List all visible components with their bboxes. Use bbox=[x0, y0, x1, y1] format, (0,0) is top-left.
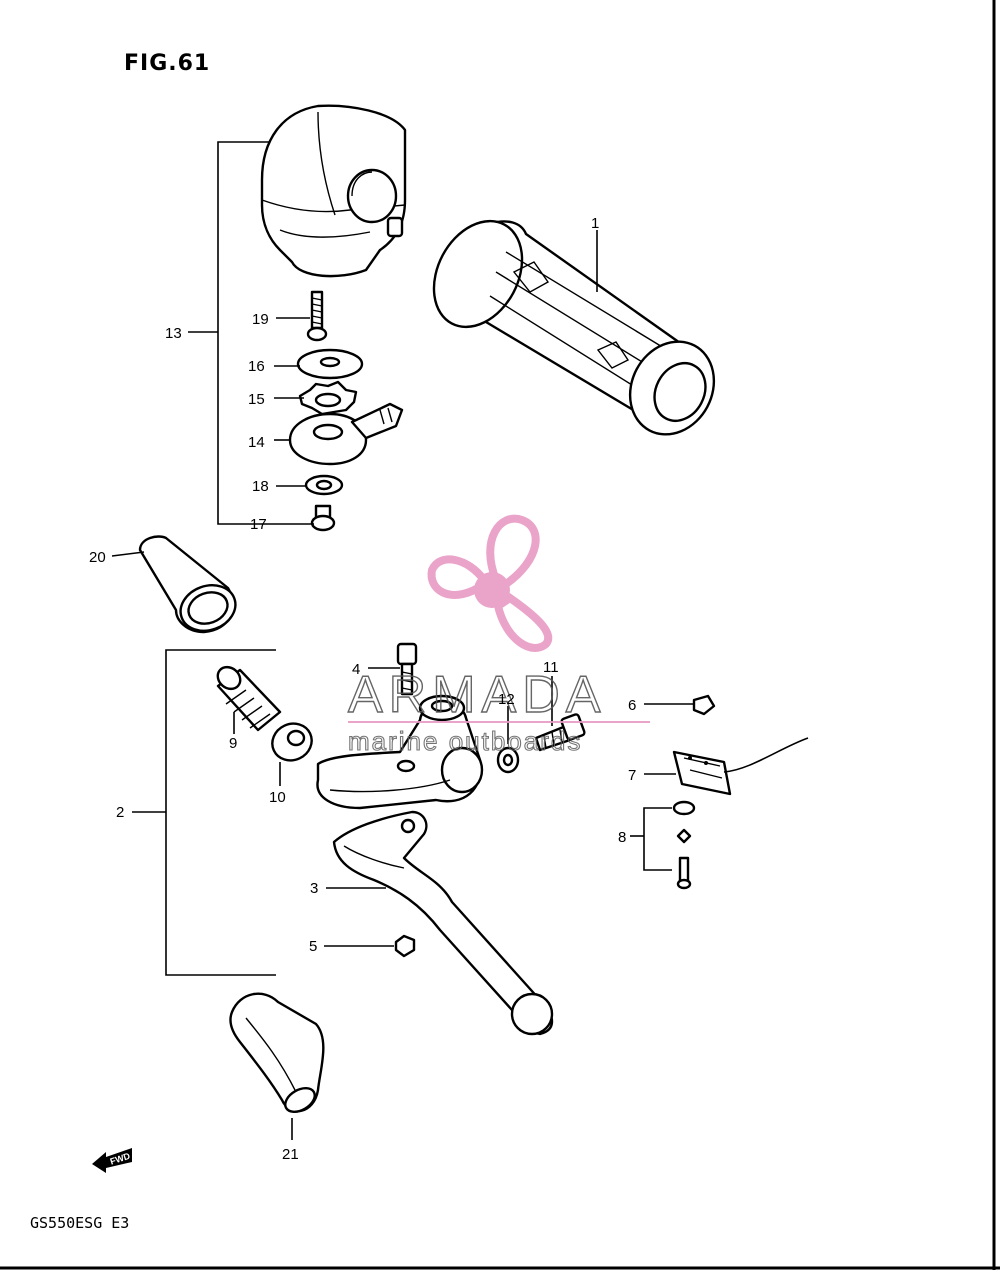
screw-17 bbox=[310, 504, 336, 532]
watermark-brand: ARMADA bbox=[348, 666, 606, 724]
lever-3 bbox=[332, 810, 554, 1036]
hardware-8 bbox=[672, 800, 696, 890]
callout-11: 11 bbox=[543, 659, 559, 676]
bracket-2 bbox=[132, 649, 276, 976]
bracket-8 bbox=[630, 807, 672, 871]
washer-16 bbox=[296, 348, 364, 380]
callout-17: 17 bbox=[250, 516, 267, 533]
propeller-icon bbox=[427, 514, 553, 652]
adjuster-9 bbox=[216, 665, 282, 732]
bolt-4 bbox=[396, 642, 418, 696]
locknut-10 bbox=[271, 722, 313, 762]
callout-3: 3 bbox=[310, 880, 318, 897]
throttle-housing bbox=[260, 104, 407, 278]
callout-2: 2 bbox=[116, 804, 124, 821]
callout-4: 4 bbox=[352, 661, 360, 678]
callout-19: 19 bbox=[252, 311, 269, 328]
callout-1: 1 bbox=[591, 215, 599, 232]
callout-16: 16 bbox=[248, 358, 265, 375]
nut-5 bbox=[394, 934, 416, 958]
callout-21: 21 bbox=[282, 1146, 299, 1163]
forward-arrow-icon: FWD bbox=[92, 1148, 132, 1173]
callout-9: 9 bbox=[229, 735, 237, 752]
boot-20 bbox=[138, 535, 237, 634]
washer-12 bbox=[496, 746, 520, 774]
callout-13: 13 bbox=[165, 325, 182, 342]
callout-6: 6 bbox=[628, 697, 636, 714]
callout-8: 8 bbox=[618, 829, 626, 846]
callout-12: 12 bbox=[498, 691, 515, 708]
callout-10: 10 bbox=[269, 789, 286, 806]
watermark-tagline: marine outboards bbox=[348, 726, 582, 756]
bracket-13 bbox=[188, 141, 280, 525]
figure-title: FIG.61 bbox=[124, 51, 210, 76]
grip-1 bbox=[432, 219, 716, 436]
callout-15: 15 bbox=[248, 391, 265, 408]
clip-6 bbox=[692, 694, 716, 716]
lever-cover-21 bbox=[229, 992, 325, 1113]
washer-18 bbox=[304, 474, 344, 496]
model-code: GS550ESG E3 bbox=[30, 1214, 129, 1232]
star-washer-15 bbox=[298, 380, 358, 416]
watermark-logo: ARMADA marine outboards bbox=[347, 514, 650, 757]
callout-leaders bbox=[274, 317, 314, 525]
callout-20: 20 bbox=[89, 549, 106, 566]
callout-7: 7 bbox=[628, 767, 636, 784]
callout-5: 5 bbox=[309, 938, 317, 955]
callout-14: 14 bbox=[248, 434, 265, 451]
leader-20 bbox=[111, 551, 145, 557]
screw-19 bbox=[306, 290, 328, 342]
switch-7 bbox=[672, 737, 809, 796]
pulley-14 bbox=[288, 402, 404, 466]
bolt-11 bbox=[534, 713, 586, 752]
callout-18: 18 bbox=[252, 478, 269, 495]
lever-holder bbox=[316, 694, 484, 810]
